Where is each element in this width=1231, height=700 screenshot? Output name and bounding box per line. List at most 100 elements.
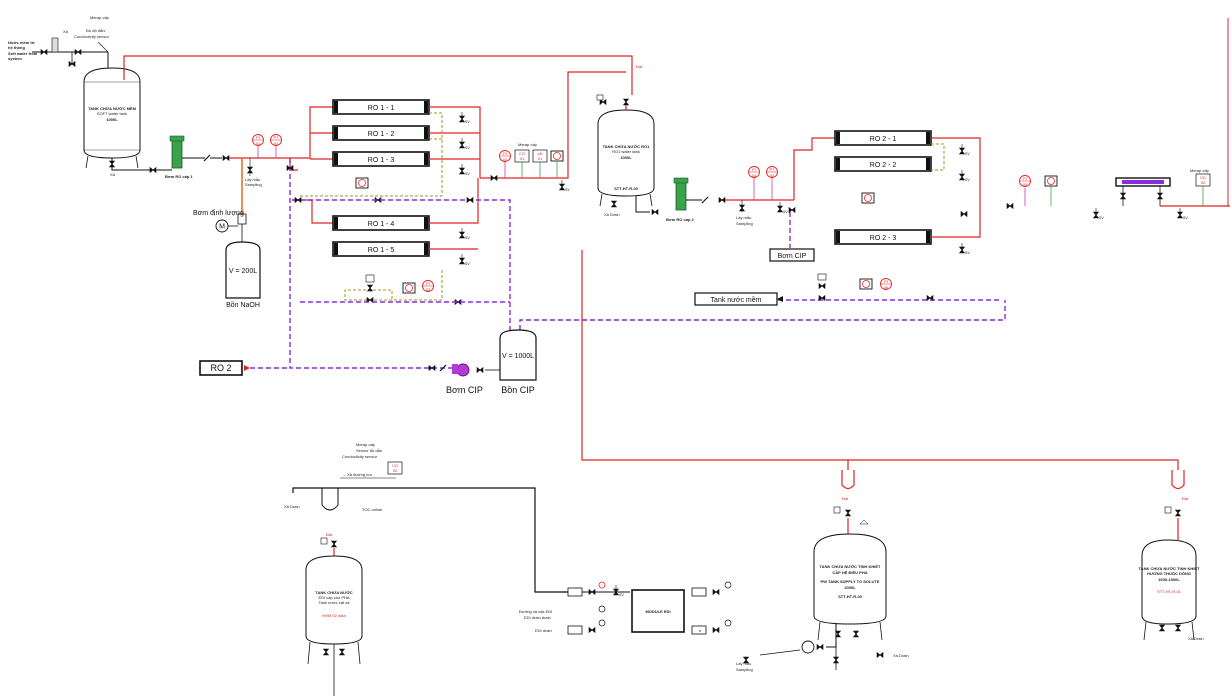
merap-label-top: Merap cấp <box>90 15 110 20</box>
svg-text:PT: PT <box>769 167 775 172</box>
cip-pump-label: Bơm CIP <box>446 385 483 395</box>
svg-text:RO 1 - 4: RO 1 - 4 <box>368 221 395 228</box>
ro2-pump-label: Bơm RO cấp 2 <box>666 217 695 222</box>
svg-text:Đạt: Đạt <box>326 532 333 537</box>
svg-text:EDI drain: EDI drain <box>535 628 552 633</box>
svg-text:04: 04 <box>752 173 757 178</box>
ro1-module-2[interactable]: RO 1 - 2 <box>332 125 430 141</box>
ro1-module-5[interactable]: RO 1 - 5 <box>332 241 430 257</box>
svg-text:SOFT water tank: SOFT water tank <box>97 111 127 116</box>
svg-text:RO 1 - 3: RO 1 - 3 <box>368 157 395 164</box>
svg-text:CO: CO <box>392 463 398 468</box>
svg-text:STT-HT-R-03: STT-HT-R-03 <box>614 186 639 191</box>
svg-text:Soft water from: Soft water from <box>8 51 38 56</box>
svg-text:Lấy mẫu: Lấy mẫu <box>736 661 751 666</box>
edi-section: Đường xả của EDI EDI drain drain EDI dra… <box>519 581 909 672</box>
svg-text:pH: pH <box>537 151 542 156</box>
svg-text:TANK CHỨA NƯỚC TINH KHIẾT: TANK CHỨA NƯỚC TINH KHIẾT <box>1139 566 1200 571</box>
fi-ro1 <box>355 177 369 189</box>
svg-text:PW TANK SUPPLY TO SOLUTE: PW TANK SUPPLY TO SOLUTE <box>821 579 880 584</box>
svg-text:PI: PI <box>884 279 888 284</box>
svg-text:1000-1500L: 1000-1500L <box>1158 577 1180 582</box>
svg-text:01: 01 <box>538 156 543 161</box>
svg-text:TANK CHỨA NƯỚC MỀM: TANK CHỨA NƯỚC MỀM <box>88 106 136 111</box>
svg-text:CO: CO <box>519 151 525 156</box>
svg-text:PI: PI <box>752 167 756 172</box>
soft-water-inlet: Nước mềm từ hệ thống Soft water from sys… <box>8 15 110 68</box>
ro1-bank: RO 1 - 1 RO 1 - 2 RO 1 - 3 RO 1 - 4 RO 1… <box>289 99 560 305</box>
tank-wfi: Đạt TANK CHỨA NƯỚC TINH KHIẾT HƯỚNG THUỘ… <box>1139 470 1204 641</box>
soft-water-label: Nước mềm từ <box>8 40 35 45</box>
ro2-cip-pump-box[interactable]: Bơm CIP <box>769 248 815 262</box>
svg-text:→ Xả đường lưu: → Xả đường lưu <box>342 472 372 477</box>
svg-text:RO 2 - 3: RO 2 - 3 <box>870 235 897 242</box>
ro1-pump[interactable] <box>171 137 183 169</box>
ro2-pump[interactable] <box>675 179 687 211</box>
main-return-header <box>123 55 1179 470</box>
svg-text:HƯỚNG THUỘC DÒNG: HƯỚNG THUỘC DÒNG <box>1147 571 1191 576</box>
ro1-module-3[interactable]: RO 1 - 3 <box>332 151 430 167</box>
svg-text:02: 02 <box>503 157 508 162</box>
tank-ro1: TANK CHỨA NƯỚC RO1 RO1 water tank 1000L … <box>596 94 655 217</box>
svg-text:Lấy mẫu: Lấy mẫu <box>736 215 751 220</box>
ro2-module-1[interactable]: RO 2 - 1 <box>834 130 932 146</box>
svg-text:EDI cấp cho PHA: EDI cấp cho PHA <box>318 595 349 600</box>
merap-right-label: Merap cấp <box>1190 168 1210 173</box>
svg-text:Lấy mẫu: Lấy mẫu <box>245 177 260 182</box>
svg-text:CD: CD <box>1200 175 1206 180</box>
svg-text:TANK CHỨA NƯỚC TINH KHIẾT: TANK CHỨA NƯỚC TINH KHIẾT <box>820 564 881 569</box>
svg-text:1000L: 1000L <box>620 155 632 160</box>
svg-text:01: 01 <box>520 156 525 161</box>
ro1-module-1[interactable]: RO 1 - 1 <box>332 99 430 115</box>
tank-soft-water: TANK CHỨA NƯỚC MỀM SOFT water tank 1000L… <box>83 67 141 177</box>
svg-text:RO 2 - 2: RO 2 - 2 <box>870 162 897 169</box>
svg-text:V = 200L: V = 200L <box>229 268 257 275</box>
svg-text:Sampling: Sampling <box>736 667 753 672</box>
svg-text:02: 02 <box>1201 180 1206 185</box>
svg-text:Sampling: Sampling <box>736 221 753 226</box>
fi-ro1b <box>402 282 416 294</box>
ro2-destination-box[interactable]: RO 2 <box>199 360 250 376</box>
svg-text:Xả Drain: Xả Drain <box>604 212 620 217</box>
naoh-tank-label: Bồn NaOH <box>226 300 260 309</box>
svg-text:Tank nước mềm: Tank nước mềm <box>711 295 762 304</box>
svg-text:02: 02 <box>393 468 398 473</box>
svg-text:V = 1000L: V = 1000L <box>502 353 534 360</box>
ro2-module-3[interactable]: RO 2 - 3 <box>834 229 932 245</box>
svg-text:RO 1 - 2: RO 1 - 2 <box>368 131 395 138</box>
svg-text:Conductivity sensor: Conductivity sensor <box>74 34 110 39</box>
tank-nuoc-mem-box[interactable]: Tank nước mềm <box>694 292 783 306</box>
svg-text:RO 1 - 1: RO 1 - 1 <box>368 105 395 112</box>
svg-text:hệ thống: hệ thống <box>8 45 25 50</box>
svg-text:CẤP HỆ ĐIỀU PHA: CẤP HỆ ĐIỀU PHA <box>832 570 867 575</box>
svg-text:Conductivity sensor: Conductivity sensor <box>342 454 378 459</box>
svg-text:system: system <box>8 56 22 61</box>
tank-pw: Đạt TANK CHỨA NƯỚC TINH KHIẾT CẤP HỆ ĐIỀ… <box>813 470 887 641</box>
svg-text:Xả: Xả <box>63 29 69 34</box>
filter-housing <box>51 37 59 53</box>
ro1-module-4[interactable]: RO 1 - 4 <box>332 215 430 231</box>
svg-text:Đạt: Đạt <box>842 496 849 501</box>
svg-text:RO 2 - 1: RO 2 - 1 <box>870 136 897 143</box>
svg-text:06: 06 <box>884 285 889 290</box>
conductivity-label: Đo độ dẫn/ <box>86 28 106 33</box>
edi-module[interactable] <box>631 589 685 633</box>
cip-pump-icon[interactable] <box>456 363 470 377</box>
svg-text:RO1 water tank: RO1 water tank <box>612 149 640 154</box>
svg-text:2000L: 2000L <box>844 585 856 590</box>
ro2-module-2[interactable]: RO 2 - 2 <box>834 156 932 172</box>
svg-text:MODULE EDI: MODULE EDI <box>645 609 670 614</box>
